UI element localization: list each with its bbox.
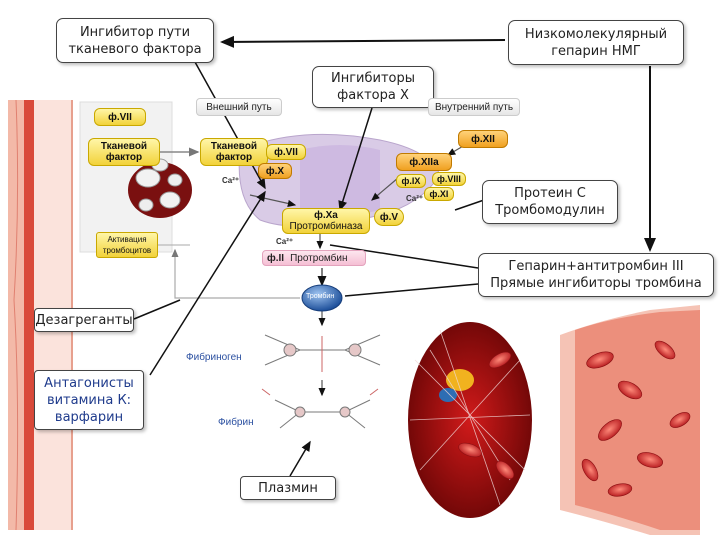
- fibrin-label: Фибрин: [218, 417, 254, 428]
- callout-line: гепарин НМГ: [551, 43, 641, 59]
- intrinsic-path-label: Внутренний путь: [428, 98, 520, 116]
- callout-line: Дезагреганты: [35, 312, 133, 328]
- factor-vii-center: ф.VII: [266, 144, 306, 160]
- protein-c-callout: Протеин С Тромбомодулин: [482, 180, 618, 224]
- prothrombinase-complex: ф.Xa Протромбиназа: [282, 208, 370, 234]
- heparin-antithrombin-callout: Гепарин+антитромбин III Прямые ингибитор…: [478, 253, 714, 297]
- fibrin-molecule-illustration: [261, 388, 379, 429]
- tissue-factor-center: Тканевой фактор: [200, 138, 268, 166]
- factor-xii: ф.XII: [458, 130, 508, 148]
- callout-line: Протеин С: [514, 186, 586, 201]
- prothrombin-label: Протромбин: [290, 252, 348, 264]
- callout-line: витамина К:: [46, 392, 132, 408]
- calcium-label: Ca²⁺: [222, 176, 240, 185]
- factor-ix: ф.IX: [396, 174, 426, 188]
- plasmin-callout: Плазмин: [240, 476, 336, 500]
- factor-xa-label: ф.Xa: [314, 210, 338, 221]
- callout-line: Гепарин+антитромбин III: [508, 259, 684, 274]
- calcium-label: Ca²⁺: [406, 194, 424, 203]
- lmwh-callout: Низкомолекулярный гепарин НМГ: [508, 20, 684, 65]
- factor-line: Тканевой: [210, 141, 258, 152]
- thrombin-label: Тромбин: [306, 293, 335, 300]
- callout-line: Антагонисты: [44, 375, 134, 391]
- extrinsic-path-label: Внешний путь: [196, 98, 282, 116]
- factor-xiia: ф.XIIa: [396, 153, 452, 171]
- factor-vii-left: ф.VII: [94, 108, 146, 126]
- factor-viii: ф.VIII: [432, 172, 466, 186]
- right-vessel-clot-illustration: [408, 305, 700, 535]
- fibrinogen-molecule-illustration: [264, 334, 381, 372]
- factor-v: ф.V: [374, 208, 404, 226]
- prothrombin-bar: ф.II Протромбин: [262, 250, 366, 266]
- tf-pathway-inhibitor-callout: Ингибитор пути тканевого фактора: [56, 18, 214, 63]
- callout-line: Плазмин: [258, 480, 318, 496]
- factor-ii-label: ф.II: [267, 252, 285, 264]
- factor-line: Активация: [107, 235, 147, 244]
- factor-line: фактор: [215, 152, 253, 163]
- callout-line: Низкомолекулярный: [524, 26, 668, 42]
- vitamin-k-antagonists-callout: Антагонисты витамина К: варфарин: [34, 370, 144, 430]
- platelet-activation-box: Активация тромбоцитов: [96, 232, 158, 258]
- platelet-clump-illustration: [128, 158, 192, 218]
- callout-line: Прямые ингибиторы тромбина: [490, 276, 702, 291]
- callout-line: фактора X: [337, 88, 409, 103]
- tissue-factor-left: Тканевой фактор: [88, 138, 160, 166]
- callout-line: варфарин: [54, 409, 124, 425]
- fibrinogen-label: Фибриноген: [186, 352, 242, 363]
- callout-line: Ингибиторы: [330, 71, 415, 86]
- prothrombinase-label: Протромбиназа: [289, 221, 363, 232]
- callout-line: Ингибитор пути: [79, 24, 191, 40]
- callout-line: Тромбомодулин: [495, 203, 605, 218]
- factor-line: Тканевой: [100, 141, 148, 152]
- factor-xi: ф.XI: [424, 187, 454, 201]
- factor-line: тромбоцитов: [102, 246, 152, 255]
- factor-line: фактор: [105, 152, 143, 163]
- factor-x-inhibitors-callout: Ингибиторы фактора X: [312, 66, 434, 108]
- factor-x: ф.X: [258, 163, 292, 179]
- callout-line: тканевого фактора: [68, 41, 202, 57]
- calcium-label: Ca²⁺: [276, 237, 294, 246]
- disaggregants-callout: Дезагреганты: [34, 308, 134, 332]
